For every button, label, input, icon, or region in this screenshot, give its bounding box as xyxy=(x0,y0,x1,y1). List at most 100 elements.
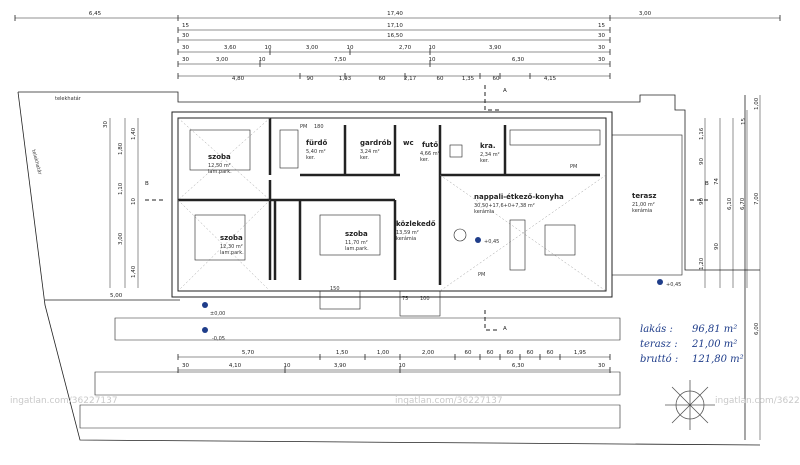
dim-bottom1-4: 60 xyxy=(465,350,472,356)
dim-bottom1-6: 60 xyxy=(507,350,514,356)
dim-left-3: 1,10 xyxy=(118,182,124,195)
dim-bottom1-0: 5,70 xyxy=(242,350,255,356)
dim-bottom1-7: 60 xyxy=(527,350,534,356)
dim-right-11: 6,00 xyxy=(754,322,760,335)
opening-label: 150 xyxy=(330,286,340,292)
dim-row6-4: 2,17 xyxy=(404,76,417,82)
dim-bottom1-8: 60 xyxy=(547,350,554,356)
terasz-label: terasz : xyxy=(640,339,678,350)
dim-row2-b: 17,10 xyxy=(387,23,403,29)
dim-row4-6: 10 xyxy=(429,45,436,51)
dim-row5-4: 10 xyxy=(429,57,436,63)
room-10-floor: kerámia xyxy=(632,207,652,214)
dim-row4-0: 30 xyxy=(182,45,189,51)
room-8-floor: lam.park. xyxy=(345,246,369,252)
dim-row5-3: 7,50 xyxy=(334,57,347,63)
room-2-floor: ker. xyxy=(360,155,369,161)
dim-bottom1-1: 1,50 xyxy=(336,350,349,356)
dim-row6-0: 4,80 xyxy=(232,76,245,82)
dim-row6-3: 60 xyxy=(379,76,386,82)
room-4-area: 4,66 m² xyxy=(420,151,440,157)
opening-label: PM xyxy=(478,272,485,278)
room-9-area: 13,59 m² xyxy=(396,230,419,236)
room-9-floor: kerámia xyxy=(396,235,416,242)
room-1-name: fürdő xyxy=(306,138,327,147)
dim-right-0: 1,00 xyxy=(754,97,760,110)
dim-right-4: 74 xyxy=(714,178,720,185)
room-1-area: 5,40 m² xyxy=(306,149,326,155)
dim-row6-7: 60 xyxy=(493,76,500,82)
room-5-floor: ker. xyxy=(480,158,489,164)
dim-bottom1-5: 60 xyxy=(487,350,494,356)
dim-row4-5: 2,70 xyxy=(399,45,412,51)
level-floor: +0,45 xyxy=(484,239,499,245)
room-4-name: futő xyxy=(422,140,438,149)
dim-row6-8: 4,15 xyxy=(544,76,557,82)
section-a-bottom: A xyxy=(503,326,507,332)
room-0-name: szoba xyxy=(208,153,231,161)
dim-row3-b: 16,50 xyxy=(387,33,403,39)
room-7-floor: lam.park. xyxy=(220,250,244,256)
room-7-name: szoba xyxy=(220,234,243,242)
dim-left-6: 1,40 xyxy=(131,265,137,278)
dim-bottom2-5: 6,30 xyxy=(512,363,525,369)
brutto-label: bruttó : xyxy=(640,354,678,365)
section-b-left: B xyxy=(145,181,149,187)
level-ground2: -0,05 xyxy=(212,336,225,342)
building-walls xyxy=(171,111,683,317)
dim-row5-1: 3,00 xyxy=(216,57,229,63)
dim-row6-1: 90 xyxy=(307,76,314,82)
compass-icon xyxy=(665,380,715,430)
level-icon xyxy=(202,327,208,333)
dim-row4-7: 3,90 xyxy=(489,45,502,51)
dim-left-4: 10 xyxy=(131,198,137,205)
brutto-value: 121,80 m² xyxy=(692,354,744,365)
dim-top-left: 6,45 xyxy=(89,11,102,17)
room-8-area: 11,70 m² xyxy=(345,240,368,246)
dim-left-2: 1,40 xyxy=(131,127,137,140)
opening-labels: PM 180 PM PM 75 100 150 xyxy=(300,124,577,302)
dim-bottom2-2: 10 xyxy=(284,363,291,369)
watermark: ingatlan.com/36227137 xyxy=(10,396,118,406)
room-2-area: 3,24 m² xyxy=(360,149,380,155)
lakas-label: lakás : xyxy=(640,324,673,335)
watermark: ingatlan.com/36227137 xyxy=(715,396,800,406)
room-0-area: 12,50 m² xyxy=(208,163,231,169)
opening-label: PM xyxy=(570,164,577,170)
dim-bottom2-0: 30 xyxy=(182,363,189,369)
terasz-value: 21,00 m² xyxy=(691,339,737,350)
section-markers xyxy=(145,85,710,331)
level-terrace: +0,45 xyxy=(666,282,681,288)
dim-site-left: 5,00 xyxy=(110,293,123,299)
dim-row5-2: 10 xyxy=(259,57,266,63)
site-boundary xyxy=(17,91,761,446)
opening-label: 75 xyxy=(402,296,408,302)
level-icon xyxy=(657,279,663,285)
dim-bottom1-9: 1,95 xyxy=(574,350,587,356)
level-icon xyxy=(475,237,481,243)
room-1-floor: ker. xyxy=(306,155,315,161)
dim-right-1: 15 xyxy=(741,118,747,125)
room-0-floor: lam.park. xyxy=(208,169,232,175)
dim-right-3: 90 xyxy=(699,158,705,165)
opening-label: 100 xyxy=(420,296,430,302)
section-b-right: B xyxy=(705,181,709,187)
dim-right-10: 7,00 xyxy=(754,192,760,205)
dim-right-6: 1,20 xyxy=(699,257,705,270)
dim-bottom2-4: 10 xyxy=(399,363,406,369)
furniture xyxy=(189,129,601,271)
dim-bottom1-2: 1,00 xyxy=(377,350,390,356)
dim-row5-0: 30 xyxy=(182,57,189,63)
dim-right-9: 6,70 xyxy=(740,197,746,210)
dimension-ticks xyxy=(14,15,781,373)
opening-label: 180 xyxy=(314,124,324,130)
dimension-lines xyxy=(15,17,780,440)
room-9-name: közlekedő xyxy=(396,219,436,228)
dim-right-8: 6,10 xyxy=(727,197,733,210)
level-ground: ±0,00 xyxy=(210,311,225,317)
dim-row5-5: 6,30 xyxy=(512,57,525,63)
dim-row3-a: 30 xyxy=(182,33,189,39)
room-10-area: 21,00 m² xyxy=(632,202,655,208)
dim-left-1: 1,80 xyxy=(118,142,124,155)
